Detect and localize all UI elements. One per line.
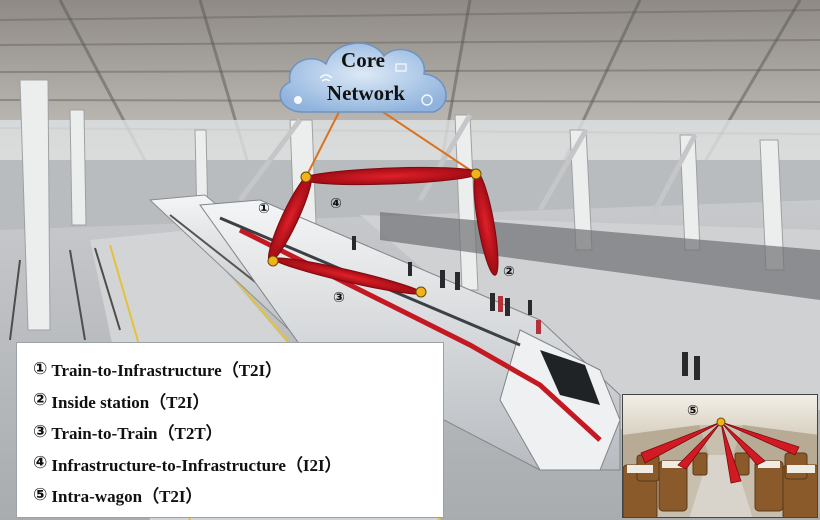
- marker-5: ⑤: [687, 403, 699, 419]
- legend-item-intra-wagon: ⑤ Intra-wagon（T2I）: [33, 479, 431, 511]
- core-link-left: [305, 109, 341, 178]
- node-infra-right: [470, 168, 482, 180]
- node-infra-left: [300, 171, 312, 183]
- legend-item-t2t: ③ Train-to-Train（T2T）: [33, 416, 431, 448]
- legend-label: Train-to-Infrastructure（T2I）: [51, 361, 283, 381]
- location-icon: [294, 96, 302, 104]
- node-train-left: [267, 255, 279, 267]
- marker-1: ①: [258, 201, 270, 217]
- legend-number: ①: [33, 358, 48, 379]
- legend-label: Train-to-Train（T2T）: [51, 424, 223, 444]
- core-network-label-line2: Network: [327, 81, 405, 105]
- marker-2: ②: [503, 264, 515, 280]
- legend-item-t2i: ① Train-to-Infrastructure（T2I）: [33, 353, 431, 385]
- legend-label: Infrastructure-to-Infrastructure（I2I）: [51, 455, 342, 475]
- legend-panel: ① Train-to-Infrastructure（T2I） ② Inside …: [16, 342, 444, 518]
- node-wagon-ap: [716, 417, 726, 427]
- legend-label: Inside station（T2I）: [51, 392, 210, 412]
- legend-item-inside-station: ② Inside station（T2I）: [33, 385, 431, 417]
- beam-intra-wagon: [640, 421, 800, 484]
- legend-number: ④: [33, 453, 48, 474]
- marker-3: ③: [333, 290, 345, 306]
- core-network-label-line1: Core: [341, 48, 385, 72]
- mail-icon: [395, 63, 407, 72]
- core-link-right: [379, 109, 477, 175]
- wifi-icon: [319, 74, 333, 82]
- marker-4: ④: [330, 196, 342, 212]
- legend-label: Intra-wagon（T2I）: [51, 487, 203, 507]
- legend-number: ⑤: [33, 484, 48, 505]
- wagon-interior-photo: ⑤: [623, 395, 817, 517]
- legend-number: ②: [33, 390, 48, 411]
- legend-item-i2i: ④ Infrastructure-to-Infrastructure（I2I）: [33, 448, 431, 480]
- cloud-icon: [279, 42, 447, 113]
- legend-number: ③: [33, 421, 48, 442]
- node-train-right: [415, 286, 427, 298]
- globe-icon: [421, 94, 433, 106]
- intra-wagon-inset: ⑤: [622, 394, 818, 518]
